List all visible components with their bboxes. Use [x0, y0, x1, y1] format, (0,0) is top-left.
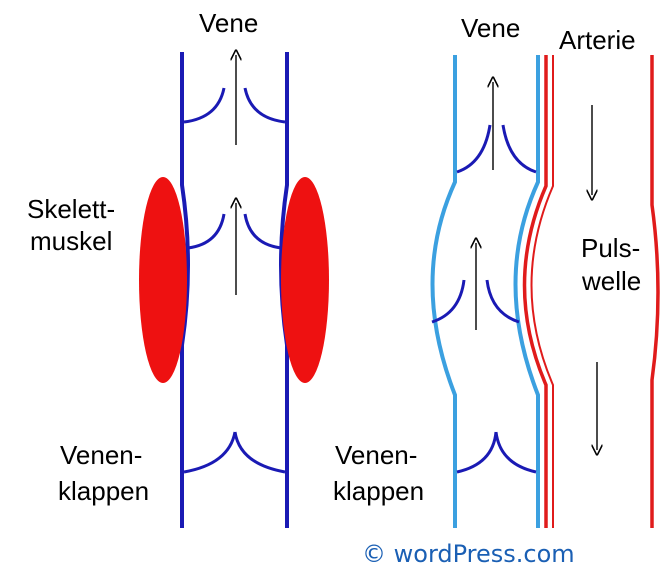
valve-left-top-a [184, 88, 224, 122]
label-pulswelle-line1: Puls- [581, 233, 640, 263]
valve-right-top-a [457, 125, 490, 172]
vein2-left-wall [433, 55, 456, 528]
valve-left-top-b [245, 88, 285, 122]
label-venenklappen-right-line2: klappen [333, 476, 424, 506]
label-venenklappen-right-line1: Venen- [335, 440, 417, 470]
valve-right-mid-a [432, 280, 464, 322]
skeletal-muscle-left [139, 177, 187, 383]
valve-right-bottom-a [457, 432, 496, 472]
valve-left-bottom-b [235, 432, 285, 472]
source-credit: © wordPress.com [362, 540, 575, 568]
vein2-right-wall [516, 55, 539, 528]
label-skelettmuskel-line2: muskel [30, 226, 112, 256]
artery-right-wall [652, 55, 658, 528]
skeletal-muscle-right [281, 177, 329, 383]
label-skelettmuskel-line1: Skelett- [27, 194, 115, 224]
label-vene-left: Vene [199, 8, 258, 38]
artery-left-wall-outer [525, 55, 547, 528]
valve-left-bottom-a [184, 432, 235, 472]
valve-left-mid-a [188, 214, 224, 248]
label-pulswelle-line2: welle [582, 266, 641, 296]
valve-right-bottom-b [496, 432, 536, 472]
valve-right-top-b [503, 125, 536, 172]
label-venenklappen-left-line1: Venen- [60, 440, 142, 470]
label-venenklappen-left-line2: klappen [58, 476, 149, 506]
valve-left-mid-b [245, 214, 281, 248]
label-vene-right: Vene [461, 13, 520, 43]
label-arterie: Arterie [559, 25, 636, 55]
artery-left-wall-inner [532, 55, 554, 528]
